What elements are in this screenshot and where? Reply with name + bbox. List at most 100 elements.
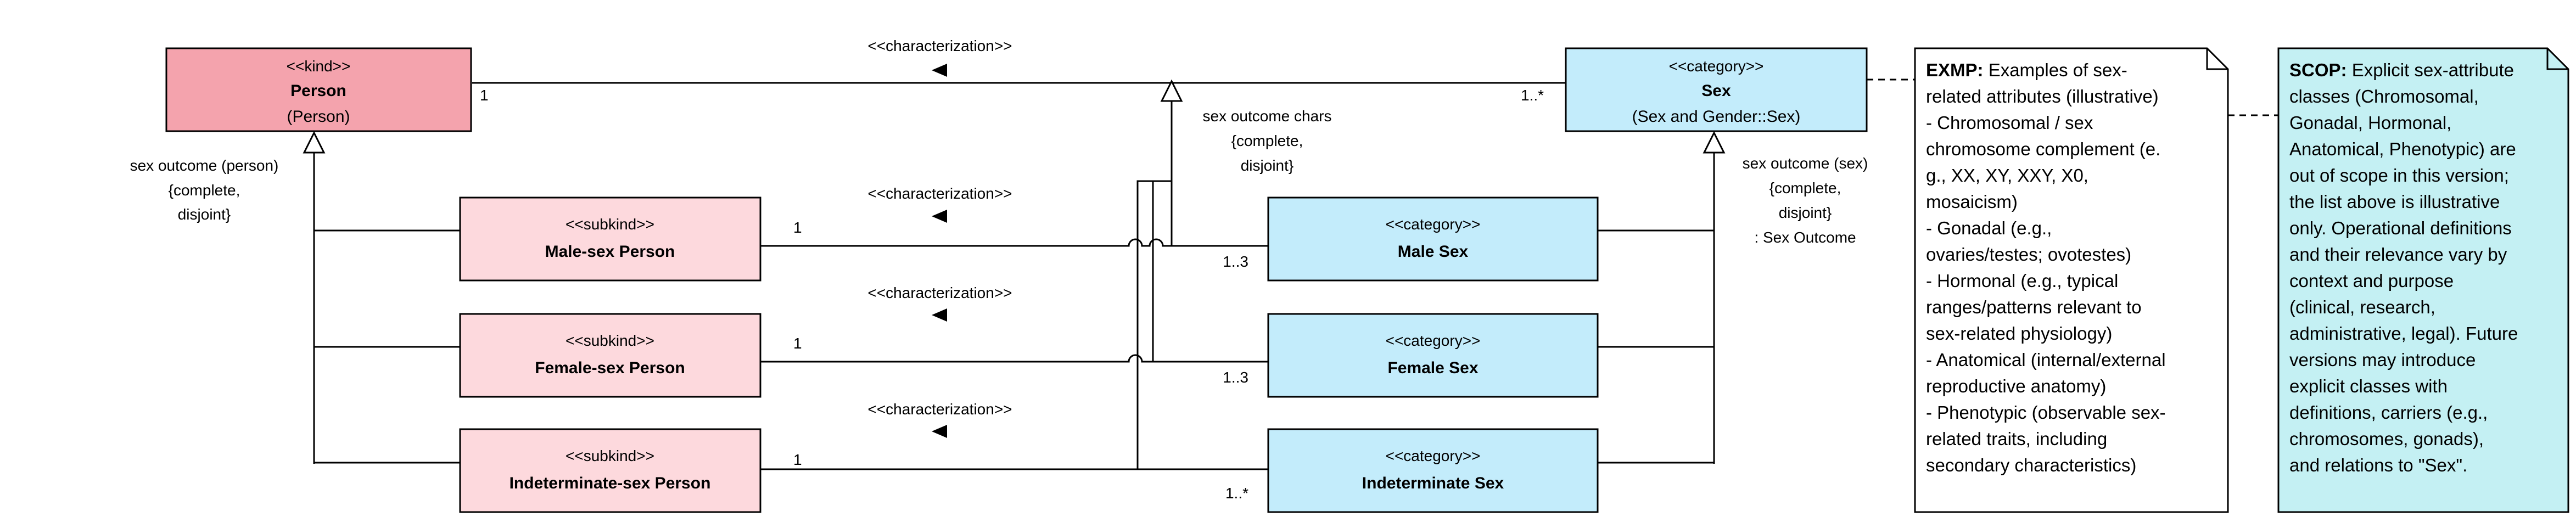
note-exmp-line: - Phenotypic (observable sex- — [1926, 402, 2166, 423]
note-shape-scop-fold — [2546, 48, 2568, 70]
note-shape-exmp-fold — [2206, 48, 2228, 70]
note-exmp-line: related attributes (illustrative) — [1926, 86, 2159, 106]
note-shape-exmp — [1914, 47, 2229, 513]
mult-source-indeterminate: 1 — [793, 451, 802, 468]
class-box-person[interactable] — [165, 47, 472, 132]
class-name-male-person: Male-sex Person — [545, 243, 675, 261]
association-line-male — [760, 238, 1268, 247]
generalization-arrows — [303, 79, 1726, 154]
direction-arrow-top — [932, 64, 947, 77]
mult-target-male: 1..3 — [1223, 253, 1248, 270]
mult-target-top: 1..* — [1521, 87, 1544, 104]
note-shapes — [1914, 47, 2569, 513]
note-exmp-line: sex-related physiology) — [1926, 323, 2113, 344]
gset-sex-line-2: {complete, — [1769, 179, 1841, 196]
mult-source-female: 1 — [793, 335, 802, 352]
class-name-person: Person — [290, 82, 346, 100]
label-characterization-male: <<characterization>> — [867, 185, 1012, 202]
class-box-sex[interactable] — [1565, 47, 1868, 132]
note-scop: SCOP: Explicit sex-attribute classes (Ch… — [2281, 50, 2550, 485]
gset-sex-line-3: disjoint} — [1779, 204, 1832, 221]
note-exmp-heading: EXMP: — [1926, 60, 1984, 80]
gset-person-line-2: {complete, — [169, 182, 240, 199]
note-scop-line: versions may introduce — [2289, 350, 2476, 370]
gset-sex-line-4: : Sex Outcome — [1754, 229, 1856, 246]
note-exmp-line: reproductive anatomy) — [1926, 376, 2107, 396]
class-box-female-person[interactable] — [459, 313, 761, 398]
note-scop-line: Gonadal, Hormonal, — [2289, 113, 2452, 133]
note-scop-line: Anatomical, Phenotypic) are — [2289, 139, 2516, 159]
note-scop-line: definitions, carriers (e.g., — [2289, 402, 2488, 423]
note-scop-line: only. Operational definitions — [2289, 218, 2512, 238]
gset-chars-line-2: {complete, — [1231, 132, 1303, 149]
stereotype-female-person: <<subkind>> — [565, 332, 654, 349]
generalization-set-labels: sex outcome (person) {complete, disjoint… — [130, 108, 1868, 246]
class-name-male-sex: Male Sex — [1398, 243, 1469, 261]
note-exmp-line: chromosome complement (e. — [1926, 139, 2161, 159]
characterization-direction-markers — [932, 64, 947, 438]
chars-set-branch-indeterminate — [1136, 180, 1173, 469]
gset-chars-line-1: sex outcome chars — [1203, 108, 1332, 125]
class-box-indeterminate-sex[interactable] — [1267, 428, 1599, 513]
label-characterization-top: <<characterization>> — [867, 37, 1012, 54]
relation-labels: <<characterization>> <<characterization>… — [480, 37, 1544, 502]
note-scop-line: Explicit sex-attribute — [2351, 60, 2514, 80]
note-shape-scop — [2277, 47, 2569, 513]
note-exmp-line: mosaicism) — [1926, 192, 2018, 212]
connectors — [313, 78, 2278, 470]
association-line-female — [760, 354, 1268, 363]
note-scop-line: classes (Chromosomal, — [2289, 86, 2479, 106]
note-exmp-line: ovaries/testes; ovotestes) — [1926, 244, 2132, 265]
note-exmp-line: - Anatomical (internal/external — [1926, 350, 2166, 370]
generalization-arrow-person — [303, 131, 326, 154]
class-box-female-sex[interactable] — [1267, 313, 1599, 398]
note-exmp-line: Examples of sex- — [1988, 60, 2127, 80]
stereotype-indeterminate-sex: <<category>> — [1386, 447, 1481, 464]
class-texts: <<kind>> Person (Person) <<subkind>> Mal… — [287, 58, 1801, 492]
note-scop-line: chromosomes, gonads), — [2289, 429, 2484, 449]
stereotype-person: <<kind>> — [287, 58, 351, 75]
mult-source-top: 1 — [480, 87, 489, 104]
note-scop-line: and relations to "Sex". — [2289, 455, 2468, 475]
note-exmp-line: ranges/patterns relevant to — [1926, 297, 2142, 317]
note-exmp-line: g., XX, XY, XXY, X0, — [1926, 165, 2088, 186]
gset-person-line-1: sex outcome (person) — [130, 157, 279, 174]
direction-arrow-indeterminate — [932, 425, 947, 438]
class-box-male-person[interactable] — [459, 196, 761, 282]
class-subtitle-person: (Person) — [287, 108, 350, 126]
label-characterization-indeterminate: <<characterization>> — [867, 401, 1012, 418]
class-name-sex: Sex — [1701, 82, 1731, 100]
note-scop-line: explicit classes with — [2289, 376, 2448, 396]
note-scop-line: context and purpose — [2289, 271, 2454, 291]
stereotype-indeterminate-person: <<subkind>> — [565, 447, 654, 464]
note-exmp-line: - Hormonal (e.g., typical — [1926, 271, 2119, 291]
gset-chars-line-3: disjoint} — [1241, 157, 1294, 174]
note-scop-line: out of scope in this version; — [2289, 165, 2509, 186]
class-name-female-person: Female-sex Person — [535, 359, 685, 377]
direction-arrow-male — [932, 210, 947, 223]
stereotype-male-sex: <<category>> — [1386, 216, 1481, 233]
note-scop-line: the list above is illustrative — [2289, 192, 2500, 212]
note-scop-heading: SCOP: — [2289, 60, 2347, 80]
note-exmp: EXMP: Examples of sex- related attribute… — [1917, 50, 2208, 485]
class-name-indeterminate-sex: Indeterminate Sex — [1362, 474, 1504, 492]
generalization-arrow-chars — [1160, 79, 1183, 102]
generalization-arrow-sex — [1703, 131, 1726, 154]
label-characterization-female: <<characterization>> — [867, 284, 1012, 301]
class-box-indeterminate-person[interactable] — [459, 428, 761, 513]
mult-target-indeterminate: 1..* — [1225, 485, 1248, 502]
direction-arrow-female — [932, 308, 947, 322]
note-scop-line: (clinical, research, — [2289, 297, 2435, 317]
class-box-male-sex[interactable] — [1267, 196, 1599, 282]
note-exmp-line: secondary characteristics) — [1926, 455, 2137, 475]
note-scop-line: and their relevance vary by — [2289, 244, 2507, 265]
class-subtitle-sex: (Sex and Gender::Sex) — [1632, 108, 1801, 126]
mult-source-male: 1 — [793, 219, 802, 236]
note-exmp-line: - Gonadal (e.g., — [1926, 218, 2052, 238]
gset-sex-line-1: sex outcome (sex) — [1743, 155, 1868, 172]
class-name-indeterminate-person: Indeterminate-sex Person — [509, 474, 711, 492]
note-scop-line: administrative, legal). Future — [2289, 323, 2518, 344]
chars-set-branch-female — [1152, 180, 1172, 362]
class-boxes — [165, 47, 1868, 513]
